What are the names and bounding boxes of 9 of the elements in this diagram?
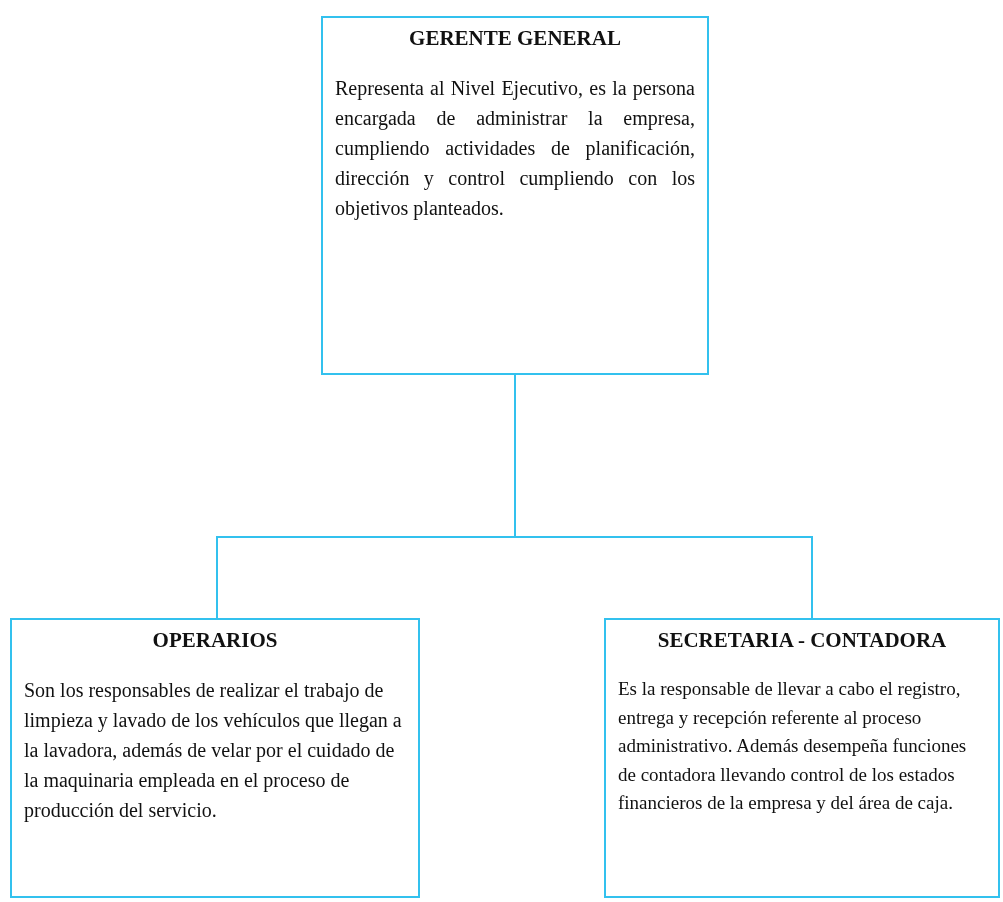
role-description: Representa al Nivel Ejecutivo, es la persona encargada de administrar la empresa, cumpliendo actividades de planificación, dirección y control cumpliendo con los objetivos planteados. xyxy=(335,76,695,222)
role-box xyxy=(321,16,709,375)
role-title: GERENTE GENERAL xyxy=(408,26,622,51)
role-description: Es la responsable de llevar a cabo el registro, entrega y recepción referente al proceso administrativo. Además desempeña funciones de contadora llevando control de los estados financieros de la empresa y del área de caja. xyxy=(618,677,968,815)
role-box xyxy=(10,618,420,898)
role-box xyxy=(604,618,1000,898)
role-description: Son los responsables de realizar el trabajo de limpieza y lavado de los vehículos que llegan a la lavadora, además de velar por el cuidado de la maquinaria empleada en el proceso de producción del servicio. xyxy=(24,678,403,824)
role-title: OPERARIOS xyxy=(151,628,279,653)
role-title: SECRETARIA - CONTADORA xyxy=(656,628,948,653)
